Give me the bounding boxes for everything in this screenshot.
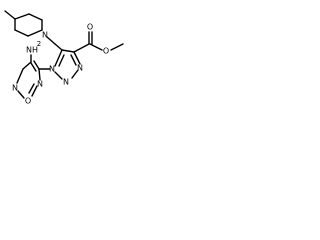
bond-c-oxa — [22, 61, 32, 70]
bond-methyl — [4, 10, 16, 20]
bond-oxa-1 — [33, 60, 40, 70]
bond-oxa-3 — [31, 85, 38, 97]
triazole-n-right-label: N — [77, 64, 83, 73]
bond-ester-o — [89, 43, 103, 51]
piperidine-n-label: N — [42, 31, 48, 40]
bond-ch2-triazole — [54, 43, 63, 51]
bond-tri-2 — [73, 51, 81, 65]
chemical-structure: N N H 2 N N N N N O O O — [4, 10, 124, 106]
bond-pip-2 — [28, 13, 43, 21]
bond-pip-5 — [14, 29, 29, 37]
ether-o-label: O — [103, 47, 109, 56]
bond-tri-5b — [58, 54, 65, 67]
bond-tri-2b — [70, 54, 77, 66]
oxadiazole-n-right-label: N — [37, 80, 43, 89]
bond-n-ch2 — [46, 36, 56, 45]
nh2-h-label: H — [32, 46, 38, 55]
nh2-subscript-label: 2 — [37, 40, 41, 48]
bond-tri-4 — [54, 71, 63, 80]
bond-oxa-5 — [16, 68, 24, 84]
carbonyl-o-label: O — [87, 23, 93, 32]
bond-oxa-3b — [28, 83, 35, 94]
bond-pip-4 — [27, 29, 43, 37]
triazole-n-bottom-label: N — [63, 78, 69, 87]
triazole-n-left-label: N — [49, 65, 55, 74]
bond-oxa-1b — [30, 62, 37, 72]
bond-pip-1 — [14, 13, 30, 20]
nh2-n-label: N — [26, 46, 32, 55]
bond-oxa-2 — [38, 68, 41, 81]
oxadiazole-o-label: O — [25, 97, 31, 106]
bond-tri-1 — [61, 49, 75, 53]
bond-ester-c — [73, 43, 90, 53]
bond-methoxy — [110, 43, 124, 51]
bond-tri-5 — [54, 49, 63, 67]
bond-oxa-4 — [17, 90, 25, 99]
oxadiazole-n-left-label: N — [12, 84, 18, 93]
bond-tri-3 — [71, 69, 79, 79]
